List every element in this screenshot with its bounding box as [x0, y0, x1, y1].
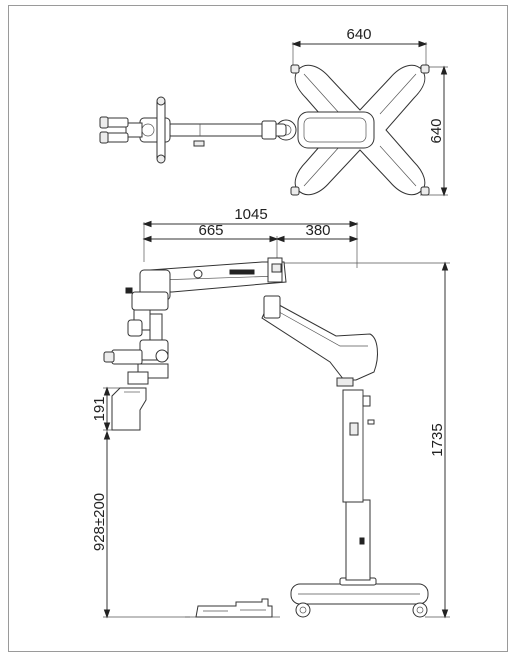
stand-base	[290, 577, 429, 618]
stand-column	[341, 372, 375, 581]
dim-label-top-depth: 640	[428, 118, 445, 143]
arm-top	[167, 120, 287, 147]
lower-arm	[261, 295, 378, 387]
microscope-head-top	[99, 96, 171, 164]
dimension-top-depth: 640	[420, 65, 448, 197]
dim-label-working-height: 928±200	[91, 493, 108, 551]
side-view: 1045 665 380 1735	[91, 206, 450, 619]
microscope-head-side	[103, 269, 171, 431]
dim-label-height: 1735	[429, 423, 446, 456]
dim-label-arm-reach: 665	[198, 222, 223, 239]
dim-label-head-height: 191	[91, 396, 108, 421]
foot-pedal	[195, 598, 273, 618]
dimension-height: 1735	[282, 261, 450, 619]
top-view: 640 640	[99, 26, 448, 197]
dimension-working-height: 928±200	[91, 430, 190, 619]
dimension-top-width: 640	[291, 26, 428, 66]
dim-label-overall-reach: 1045	[234, 206, 267, 223]
x-base-top	[275, 64, 430, 196]
dimension-overall-reach: 1045	[142, 206, 359, 268]
dimension-split: 665 380	[142, 222, 359, 262]
dim-label-base-offset: 380	[305, 222, 330, 239]
drawing-frame	[8, 5, 508, 652]
dimension-head-height: 191	[91, 386, 140, 432]
dim-label-top-width: 640	[346, 26, 371, 43]
